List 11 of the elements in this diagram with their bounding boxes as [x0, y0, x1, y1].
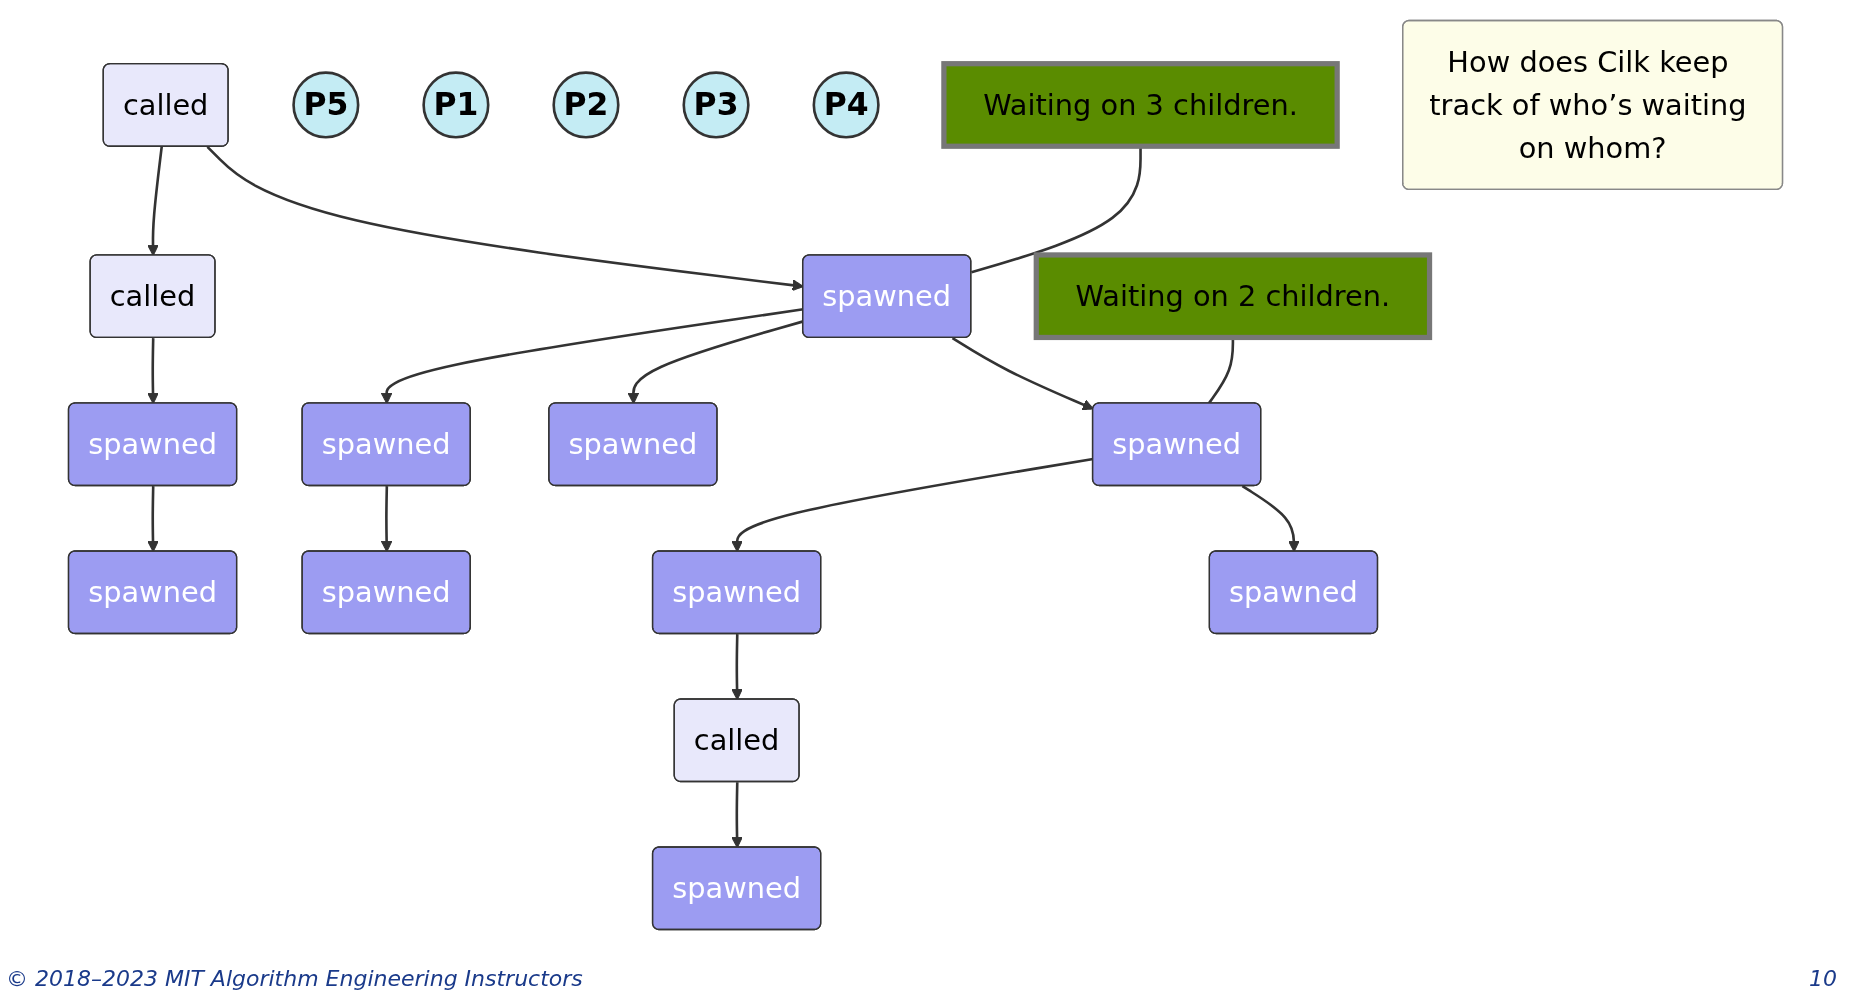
page-number: 10	[1809, 966, 1837, 991]
node-box: Waiting on 2 children.	[1033, 252, 1433, 341]
arrow	[951, 337, 1094, 411]
node-circle: P2	[552, 71, 620, 139]
node-circle: P1	[422, 71, 490, 139]
node-circle: P4	[812, 71, 880, 139]
arrow	[731, 782, 743, 849]
copyright-notice: © 2018–2023 MIT Algorithm Engineering Instructors	[6, 966, 583, 991]
node-circle: P5	[292, 71, 360, 139]
node-circle: P3	[682, 71, 750, 139]
node-box: Waiting on 3 children.	[941, 61, 1340, 149]
